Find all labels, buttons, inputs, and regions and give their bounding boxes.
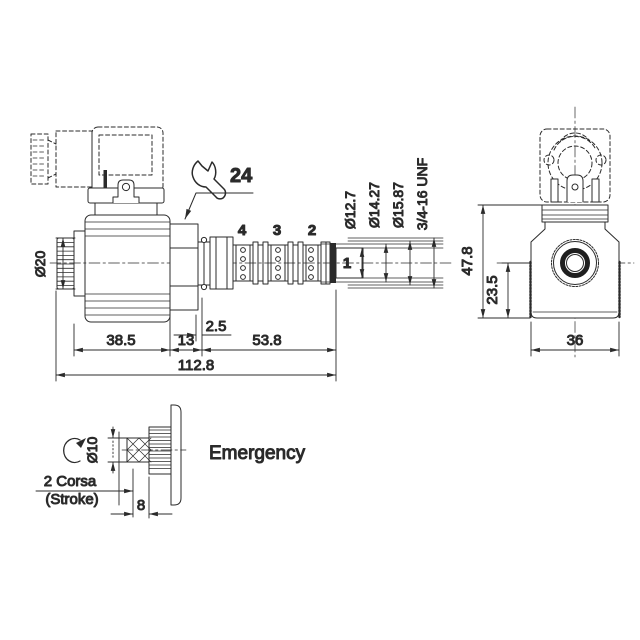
dim-cartridge-length: 53.8 — [252, 332, 281, 349]
dim-diameter-1: Ø12.7 — [342, 191, 358, 229]
ground-terminal — [112, 179, 140, 204]
dim-body-length: 38.5 — [106, 332, 135, 349]
dim-knob-diameter: Ø20 — [32, 251, 48, 278]
dim-diameter-2: Ø14.27 — [366, 182, 382, 228]
dim-nut-length: 13 — [178, 332, 195, 349]
dim-total-length: 112.8 — [178, 357, 214, 374]
thread-spec-label: 3/4-16 UNF — [414, 158, 430, 230]
port-label-1: 1 — [343, 255, 351, 272]
dim-width: 36 — [567, 332, 584, 349]
dim-height: 47.8 — [459, 246, 476, 275]
front-view: 4 3 2 1 24 Ø20 — [30, 126, 444, 382]
terminal-pin — [103, 170, 107, 203]
coil-body — [56, 214, 171, 323]
stroke-label-line2: (Stroke) — [45, 491, 98, 508]
side-view-dimensions — [477, 204, 620, 357]
port-label-4: 4 — [238, 222, 247, 239]
emergency-dimensions — [35, 426, 173, 519]
emergency-detail: Ø10 2 Corsa (Stroke) 8 Emergency — [35, 404, 306, 519]
port-label-2: 2 — [308, 222, 316, 239]
dim-shaft-diameter: Ø10 — [84, 437, 100, 464]
wrench-size-label: 24 — [230, 165, 253, 187]
dim-diameter-3: Ø15.87 — [390, 182, 406, 228]
connector-hidden-outline — [30, 126, 164, 193]
emergency-knob — [148, 426, 172, 475]
dim-washer-thickness: 2.5 — [206, 318, 227, 335]
coil-top-cap — [87, 170, 165, 216]
emergency-shaft — [126, 437, 152, 463]
stroke-label-line1: 2 Corsa — [44, 473, 97, 490]
dim-center-height: 23.5 — [484, 275, 501, 304]
wrench-icon — [191, 160, 227, 200]
emergency-plate — [170, 404, 182, 506]
rotation-arrow-icon — [63, 437, 86, 464]
seal-ring — [330, 243, 336, 283]
cartridge — [232, 237, 444, 289]
side-view: 47.8 23.5 36 — [459, 128, 621, 357]
emergency-title: Emergency — [209, 443, 306, 464]
wrench-leader-line — [184, 192, 254, 220]
port-label-3: 3 — [273, 222, 281, 239]
knurled-nut-front — [551, 239, 599, 287]
side-connector-solid — [550, 174, 600, 203]
dim-knob-width: 8 — [137, 497, 145, 514]
hex-nut — [169, 223, 234, 311]
front-view-dimensions — [55, 237, 437, 382]
